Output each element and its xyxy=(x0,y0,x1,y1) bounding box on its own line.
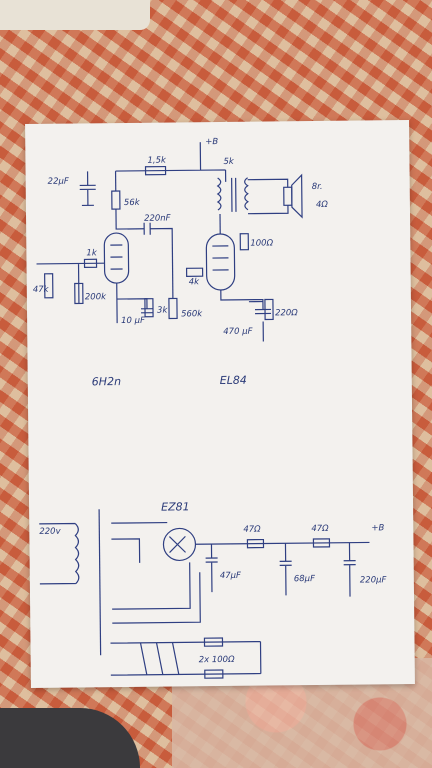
resistor-220-label: 220Ω xyxy=(275,308,298,318)
resistor-200k-label: 200k xyxy=(85,292,107,302)
speaker-label: 8r. xyxy=(312,182,323,192)
resistor-3k-label: 3k xyxy=(157,306,169,316)
mains-label: 220v xyxy=(39,527,61,537)
resistor-560k-label: 560k xyxy=(181,309,203,319)
object-top-left xyxy=(0,0,150,30)
resistor-4k-label: 4k xyxy=(189,277,201,287)
resistor-1-5k-label: 1,5k xyxy=(147,156,167,166)
cap-10uf-label: 10 μF xyxy=(121,316,145,326)
schematic-drawing: +B 1,5k 5k 8r. 4Ω 22μF 56k 220nF 6H2n 1k… xyxy=(33,137,387,679)
cap-470uf-label: 470 μF xyxy=(223,327,252,337)
supply-label: +B xyxy=(205,137,218,147)
tube-1-label: 6H2n xyxy=(92,375,121,388)
transformer-5k-label: 5k xyxy=(223,157,235,167)
cap-22uf-label: 22μF xyxy=(48,177,69,187)
rectifier-label: EZ81 xyxy=(161,500,190,513)
resistor-47-b-label: 47Ω xyxy=(311,524,329,534)
schematic-paper: +B 1,5k 5k 8r. 4Ω 22μF 56k 220nF 6H2n 1k… xyxy=(25,120,415,688)
resistor-2x100-label: 2x 100Ω xyxy=(199,655,235,665)
resistor-56k-label: 56k xyxy=(124,198,141,208)
cap-47uf-label: 47μF xyxy=(220,571,241,581)
resistor-100-label: 100Ω xyxy=(250,238,273,248)
pot-47k-label: 47k xyxy=(33,285,50,295)
supply-label-2: +B xyxy=(371,523,384,533)
cap-220uf-label: 220μF xyxy=(360,575,387,585)
speaker-ohm-label: 4Ω xyxy=(316,200,329,210)
resistor-47-a-label: 47Ω xyxy=(243,525,261,535)
cap-68uf-label: 68μF xyxy=(294,574,315,584)
cap-220nf-label: 220nF xyxy=(144,214,171,224)
resistor-1k-label: 1k xyxy=(86,248,98,258)
tube-2-label: EL84 xyxy=(220,374,247,387)
